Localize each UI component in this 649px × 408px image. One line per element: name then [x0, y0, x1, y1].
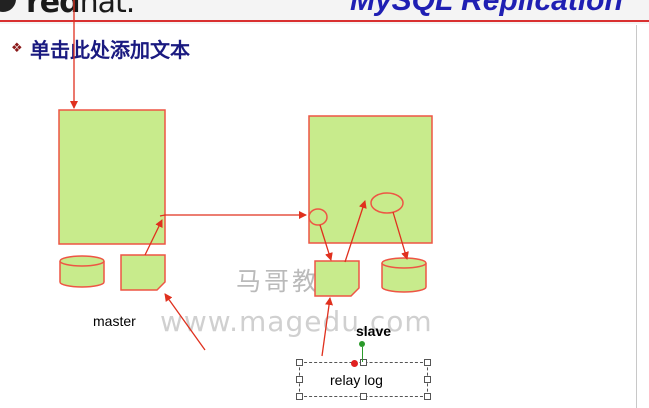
- arrow-master-to-slave[interactable]: [159, 211, 307, 219]
- resize-handle-s[interactable]: [360, 393, 367, 400]
- master-binlog-doc-icon[interactable]: [120, 254, 166, 291]
- slide-right-edge: [636, 25, 637, 408]
- slide-title: MySQL Replication: [350, 0, 623, 17]
- rotate-handle-icon[interactable]: [359, 341, 365, 347]
- slave-server-box[interactable]: [308, 115, 433, 244]
- placeholder-text[interactable]: 单击此处添加文本: [30, 38, 190, 62]
- arrow-sql-thread-to-datastore[interactable]: [392, 211, 409, 260]
- resize-handle-n[interactable]: [360, 359, 367, 366]
- logo-text-bold: red: [26, 0, 81, 20]
- resize-handle-se[interactable]: [424, 393, 431, 400]
- resize-handle-ne[interactable]: [424, 359, 431, 366]
- io-thread-icon[interactable]: [308, 208, 328, 226]
- relay-log-doc-icon[interactable]: [314, 260, 360, 297]
- resize-handle-sw[interactable]: [296, 393, 303, 400]
- relay-log-label: relay log: [330, 372, 383, 388]
- arrow-relay-log-to-sql-thread[interactable]: [344, 200, 367, 263]
- slave-label: slave: [356, 323, 392, 339]
- resize-handle-w[interactable]: [296, 376, 303, 383]
- resize-handle-e[interactable]: [424, 376, 431, 383]
- header-rule-top: [0, 20, 649, 22]
- logo-text-light: hat.: [79, 0, 136, 20]
- rotation-stem: [362, 347, 363, 362]
- slave-datastore-icon[interactable]: [381, 257, 427, 293]
- arrow-master-to-binlog[interactable]: [144, 219, 163, 256]
- watermark-url: www.magedu.com: [160, 305, 433, 338]
- sql-thread-icon[interactable]: [370, 192, 404, 214]
- master-server-box[interactable]: [58, 109, 166, 245]
- diamond-bullet-icon: ❖: [11, 40, 23, 55]
- arrow-pointer-binlog[interactable]: [164, 293, 206, 351]
- arrow-io-thread-to-relay-log[interactable]: [319, 224, 333, 261]
- move-cursor-icon: [351, 360, 358, 367]
- master-label: master: [93, 313, 136, 329]
- slide-header: redhat. MySQL Replication: [0, 0, 649, 24]
- arrow-pointer-relay-log[interactable]: [321, 297, 334, 357]
- relay-log-textbox[interactable]: relay log: [299, 362, 428, 397]
- resize-handle-nw[interactable]: [296, 359, 303, 366]
- redhat-logo: redhat.: [26, 0, 136, 20]
- master-datastore-icon[interactable]: [59, 255, 105, 288]
